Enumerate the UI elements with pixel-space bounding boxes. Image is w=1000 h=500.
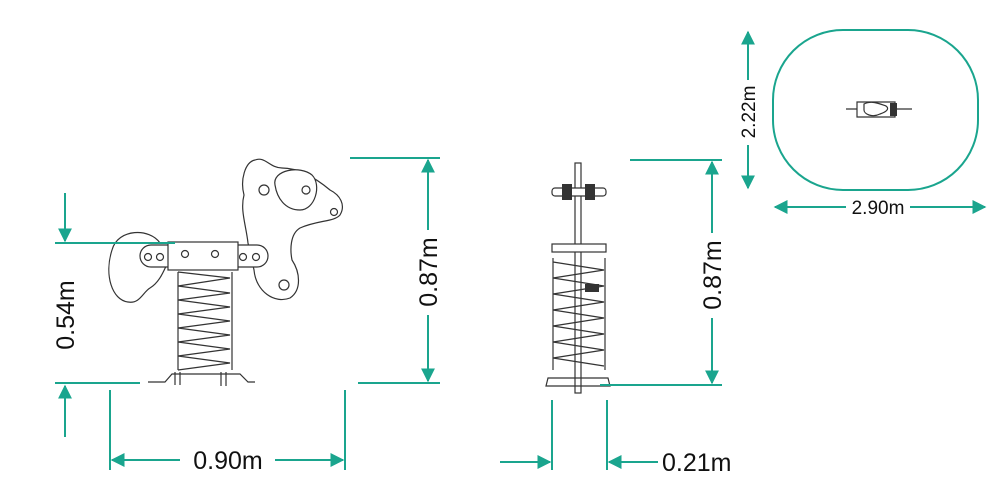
spring-coil (177, 271, 231, 371)
spring-base (148, 373, 255, 383)
dimension-seat-height: 0.54m (52, 193, 175, 437)
dimension-total-height-side: 0.87m (600, 159, 728, 386)
horse-eye (301, 185, 311, 195)
dimension-total-height-front: 0.87m (350, 157, 444, 384)
side-view-spring-horse (545, 162, 611, 394)
horse-nostril (329, 207, 339, 217)
dimension-side-width: 0.21m (500, 400, 731, 477)
front-width-label: 0.90m (193, 447, 262, 475)
bolt-icon (278, 279, 290, 291)
top-view-safety-area: 2.22m 2.90m (739, 29, 987, 219)
area-depth-label: 2.22m (739, 86, 760, 139)
side-spring-coil (552, 261, 605, 367)
horse-seat-plate (167, 241, 239, 271)
front-height-label: 0.87m (415, 237, 443, 306)
side-seat (551, 243, 607, 253)
horse-eye-patch (274, 169, 318, 211)
seat-height-label: 0.54m (52, 280, 80, 349)
area-width-label: 2.90m (852, 198, 905, 219)
side-height-label: 0.87m (699, 240, 727, 309)
safety-zone-outline (772, 29, 979, 191)
bolt-icon (258, 184, 270, 196)
side-width-label: 0.21m (662, 449, 731, 477)
dimension-front-width: 0.90m (109, 390, 346, 475)
side-handle (551, 187, 607, 197)
front-view-spring-horse (108, 158, 343, 386)
side-body-plate (574, 162, 582, 394)
top-view-equipment (846, 101, 912, 118)
